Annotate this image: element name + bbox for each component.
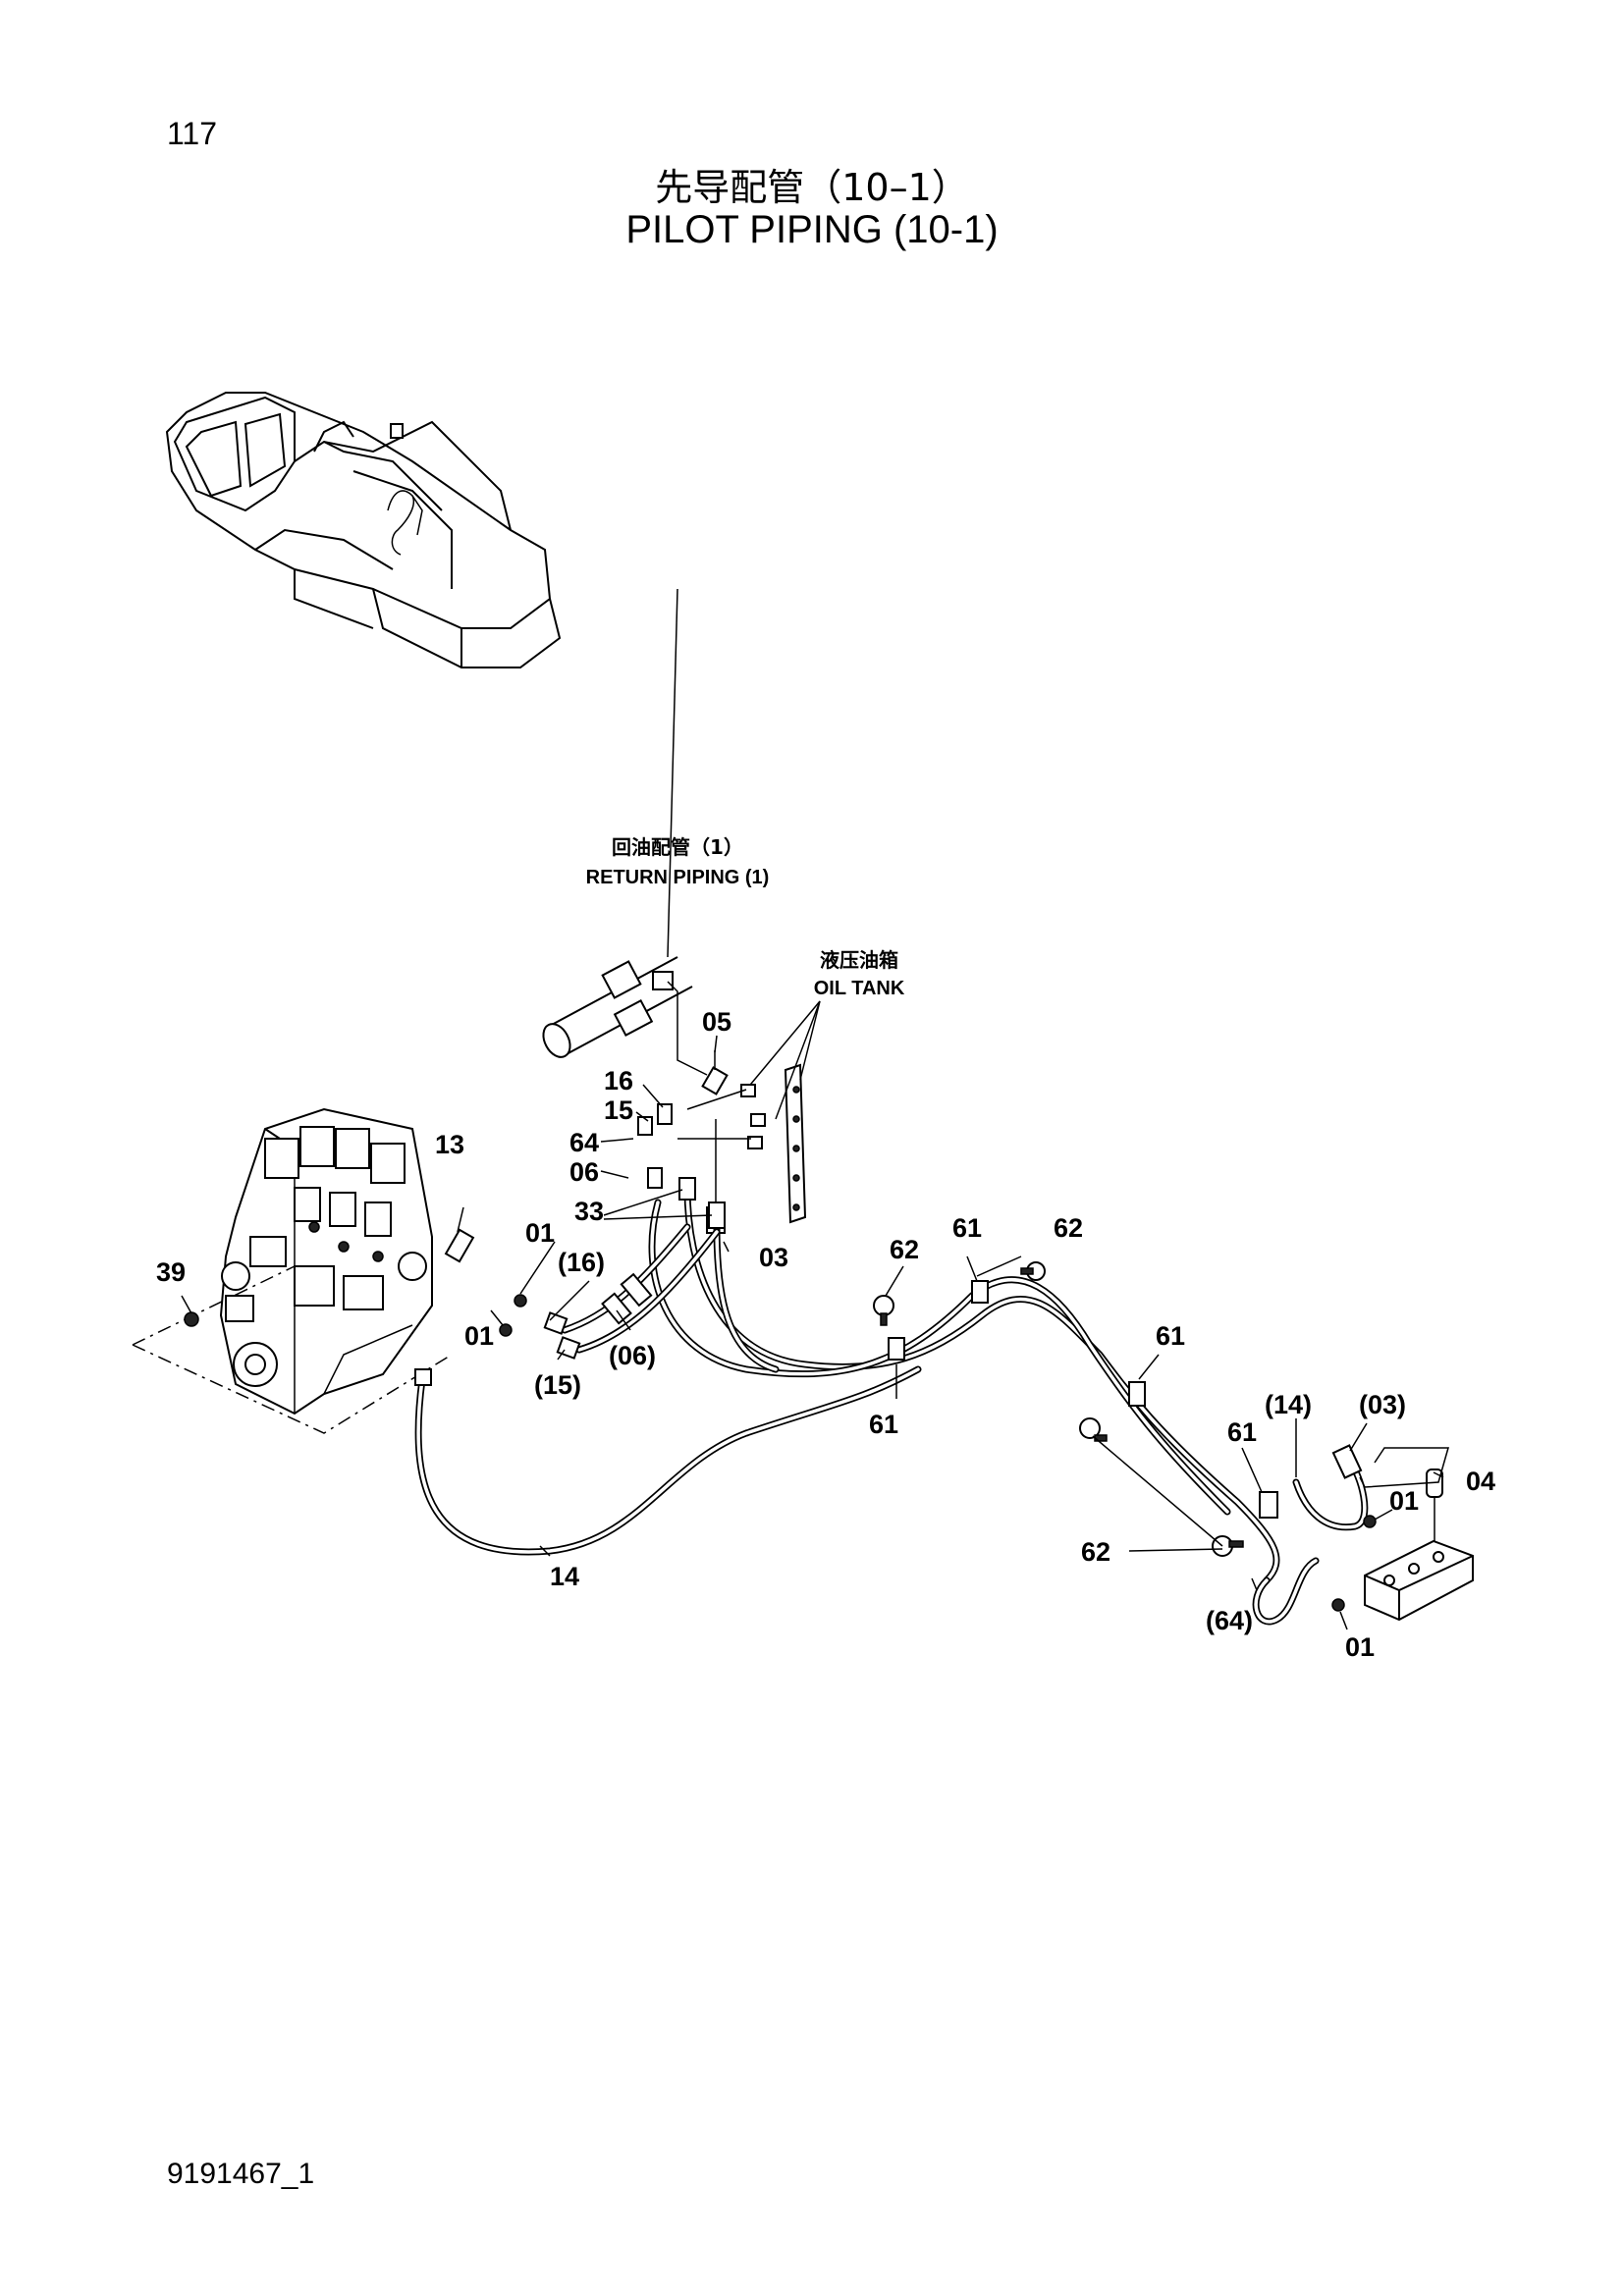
callout-06-paren: (06) (609, 1341, 656, 1370)
callout-04: 04 (1466, 1467, 1495, 1496)
callout-01-upper: 01 (525, 1218, 555, 1248)
callout-01-right: 01 (1389, 1486, 1419, 1516)
callout-06: 06 (569, 1157, 599, 1187)
callout-62-top-right: 62 (1054, 1213, 1083, 1243)
fitting-13 (444, 1228, 475, 1263)
oil-tank-bracket (677, 1000, 821, 1224)
excavator-overview-illustration (165, 392, 562, 668)
callout-05: 05 (702, 1007, 731, 1037)
return-piping-label: RETURN PIPING (1) (586, 867, 770, 888)
callout-39: 39 (156, 1257, 186, 1287)
callout-03-paren: (03) (1359, 1390, 1406, 1419)
callout-61-lower: 61 (1227, 1417, 1257, 1447)
oil-tank-label: OIL TANK (814, 978, 905, 999)
callout-03: 03 (759, 1243, 788, 1272)
page-number: 117 (167, 116, 218, 151)
page-title: PILOT PIPING (10-1) (625, 208, 999, 251)
callout-15: 15 (604, 1095, 633, 1125)
callout-15-paren: (15) (534, 1370, 581, 1400)
callout-64: 64 (569, 1128, 599, 1157)
control-valve-assembly (132, 1107, 453, 1434)
callout-62-bottom: 62 (1081, 1537, 1110, 1567)
document-id: 9191467_1 (167, 2158, 315, 2190)
pilot-hoses (414, 1184, 1369, 1626)
pilot-valve-block (1331, 1444, 1474, 1622)
bolts-62 (873, 1261, 1244, 1557)
oil-tank-label-cn: 液压油箱 (820, 948, 898, 972)
leader-13 (457, 1206, 464, 1233)
return-piping-label-cn: 回油配管（1） (612, 835, 743, 859)
return-piping-pipe (542, 588, 708, 1076)
bolt-39 (184, 1311, 199, 1327)
callout-33: 33 (574, 1197, 604, 1226)
leader-lines (490, 1035, 1444, 1630)
callout-61-top: 61 (952, 1213, 982, 1243)
callout-64-paren: (64) (1206, 1606, 1253, 1635)
callout-62-top-left: 62 (890, 1235, 919, 1264)
leader-39 (181, 1295, 192, 1314)
page-title-chinese: 先导配管（10–1） (655, 166, 969, 209)
hose-fittings (414, 1167, 726, 1386)
callout-13: 13 (435, 1130, 464, 1159)
callout-16-paren: (16) (558, 1248, 605, 1277)
callout-01-bottom: 01 (1345, 1632, 1375, 1662)
callout-16: 16 (604, 1066, 633, 1095)
callout-14: 14 (550, 1562, 579, 1591)
callout-61-bottom: 61 (869, 1410, 898, 1439)
callout-14-paren: (14) (1265, 1390, 1312, 1419)
callout-61-right: 61 (1156, 1321, 1185, 1351)
callout-01-left: 01 (464, 1321, 494, 1351)
clamps-61 (888, 1280, 1278, 1519)
